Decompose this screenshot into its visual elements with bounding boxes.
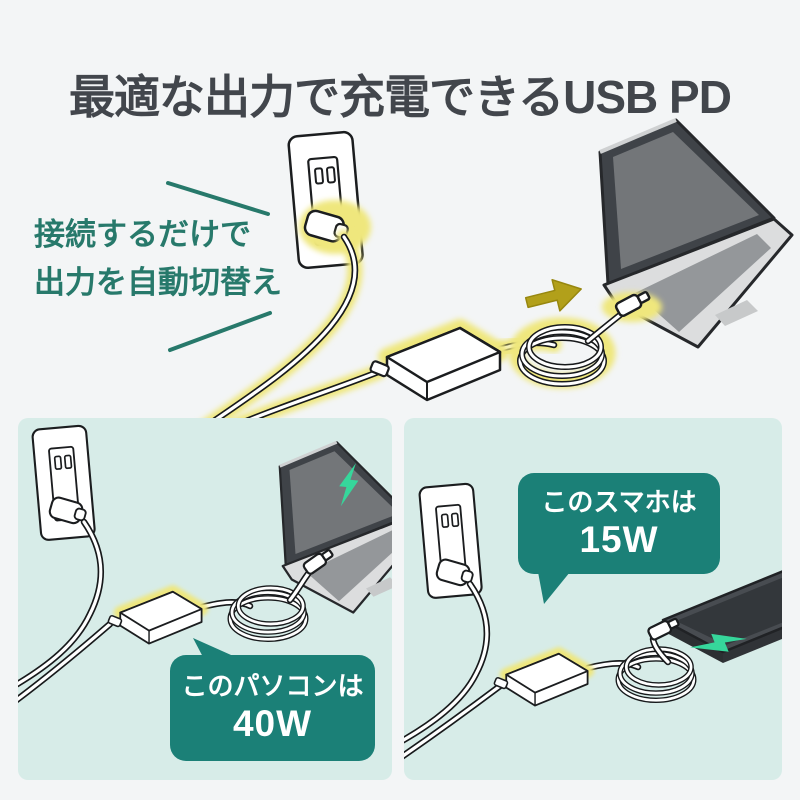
emphasis-line-top — [166, 181, 270, 216]
emphasis-line-bottom — [168, 311, 272, 352]
speech-bubble-tail — [193, 638, 240, 659]
ac-adapter — [494, 654, 588, 706]
bubble-wattage: 15W — [579, 518, 659, 560]
panel-laptop-40w: このパソコンは 40W — [18, 418, 392, 780]
bubble-label: このスマホは — [541, 486, 697, 517]
smartphone — [661, 570, 782, 663]
power-cable — [404, 580, 642, 760]
smartphone-panel-illustration — [404, 482, 782, 760]
panel-smartphone-15w: このスマホは 15W — [404, 418, 782, 780]
coiled-cable — [618, 649, 694, 700]
speech-bubble-smartphone: このスマホは 15W — [518, 473, 720, 574]
top-scene-illustration — [166, 118, 794, 418]
arrow-icon — [524, 278, 582, 312]
auto-switch-annotation: 接続するだけで 出力を自動切替え — [34, 211, 282, 307]
annotation-line2: 出力を自動切替え — [34, 265, 282, 301]
annotation-line1: 接続するだけで — [34, 217, 251, 252]
bubble-wattage: 40W — [232, 703, 313, 745]
page-title: 最適な出力で充電できるUSB PD — [69, 70, 732, 123]
speech-bubble-laptop: このパソコンは 40W — [170, 655, 375, 761]
ac-adapter — [370, 328, 500, 400]
speech-bubble-tail — [538, 572, 570, 604]
laptop-panel-illustration — [18, 424, 392, 704]
bubble-label: このパソコンは — [181, 671, 364, 702]
ac-adapter — [108, 592, 202, 644]
